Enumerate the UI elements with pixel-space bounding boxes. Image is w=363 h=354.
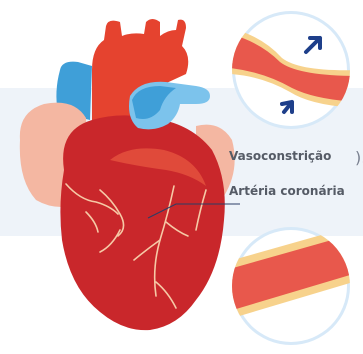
normal-artery-detail bbox=[226, 224, 360, 345]
vasoconstriction-label: Vasoconstrição bbox=[229, 149, 331, 163]
heart-body bbox=[60, 115, 224, 330]
cut-text-fragment: ). bbox=[355, 148, 363, 167]
coronary-artery-label: Artéria coronária bbox=[229, 184, 345, 198]
